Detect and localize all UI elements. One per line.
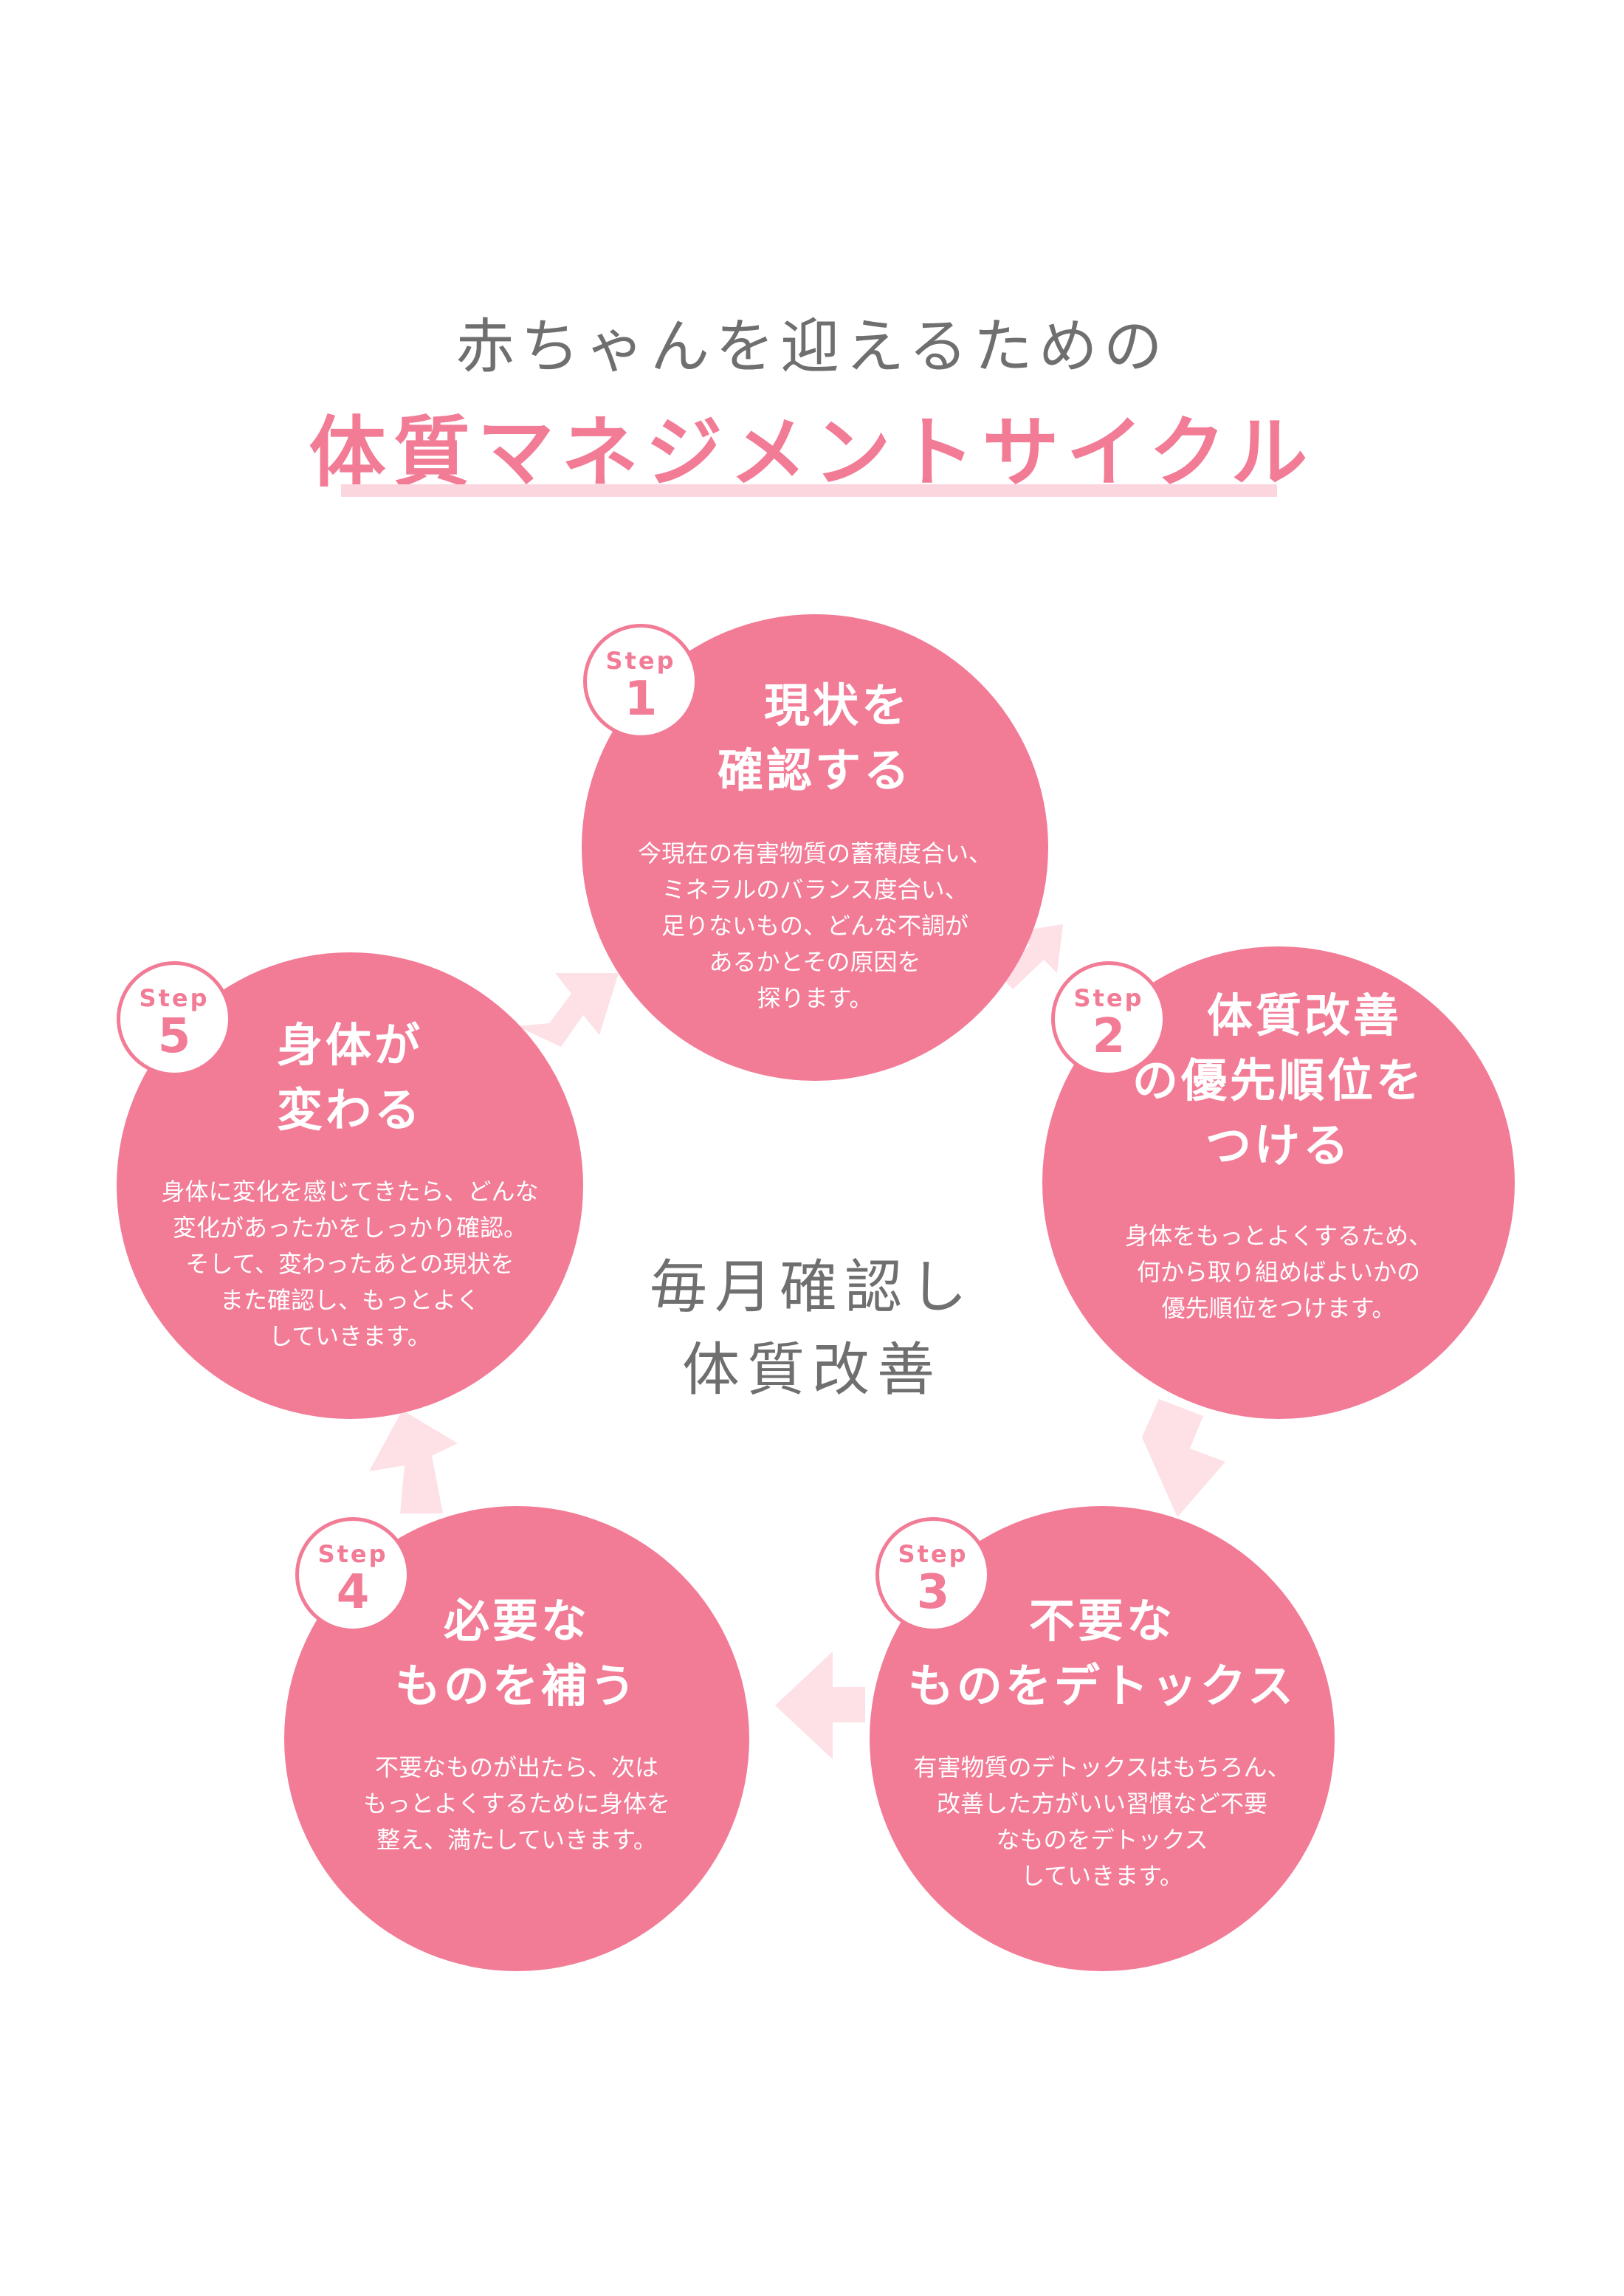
- step-label: Step: [898, 1540, 968, 1568]
- description-line: 優先順位をつけます。: [1161, 1294, 1396, 1322]
- arrow-step5-to-step1: [517, 973, 619, 1047]
- heading-line: ものをデトックス: [907, 1659, 1297, 1713]
- heading-line: の優先順位を: [1132, 1054, 1425, 1107]
- heading-line: 体質改善: [1206, 989, 1402, 1042]
- arrow-step3-to-step4: [775, 1651, 865, 1759]
- description-line: あるかとその原因を: [709, 948, 921, 976]
- heading-line: 必要な: [443, 1594, 590, 1648]
- description-line: そして、変わったあとの現状を: [185, 1250, 515, 1278]
- center-caption-line: 毎月確認し: [649, 1254, 974, 1321]
- heading-line: つける: [1205, 1118, 1352, 1172]
- description-line: 足りないもの、どんな不調が: [661, 912, 968, 940]
- heading-line: 不要な: [1028, 1594, 1175, 1648]
- center-caption: 毎月確認し 体質改善: [0, 1246, 1624, 1412]
- description-line: また確認し、もっとよく: [219, 1286, 480, 1314]
- step-2-circle: 体質改善 の優先順位を つける 身体をもっとよくするため、 何から取り組めばよい…: [1042, 946, 1515, 1419]
- step-1-description: 今現在の有害物質の蓄積度合い、 ミネラルのバランス度合い、 足りないもの、どんな…: [582, 836, 1048, 1017]
- step-label: Step: [139, 984, 210, 1012]
- description-line: ミネラルのバランス度合い、: [661, 876, 968, 904]
- step-label: Step: [605, 647, 676, 675]
- description-line: なものをデトックス: [996, 1826, 1208, 1854]
- subtitle: 赤ちゃんを迎えるための: [455, 312, 1169, 381]
- description-line: 不要なものが出たら、次は: [374, 1753, 658, 1781]
- step-number: 4: [336, 1565, 370, 1620]
- heading-line: 確認する: [717, 743, 912, 797]
- description-line: していきます。: [269, 1322, 431, 1350]
- description-line: 変化があったかをしっかり確認。: [172, 1214, 527, 1242]
- description-line: 身体に変化を感じてきたら、どんな: [161, 1178, 539, 1206]
- step-label: Step: [317, 1540, 388, 1568]
- step-4-badge: Step 4: [295, 1517, 410, 1632]
- step-5-badge: Step 5: [117, 961, 232, 1076]
- step-3-heading: 不要な ものをデトックス: [870, 1589, 1335, 1719]
- step-2-heading: 体質改善 の優先順位を つける: [1042, 983, 1515, 1178]
- description-line: もっとよくするために身体を: [362, 1790, 670, 1818]
- heading-line: 変わる: [276, 1083, 423, 1137]
- description-line: 整え、満たしていきます。: [376, 1826, 657, 1854]
- description-line: 身体をもっとよくするため、: [1124, 1222, 1432, 1250]
- title-underline: [341, 484, 1277, 497]
- arrow-step2-to-step3: [1142, 1399, 1225, 1517]
- heading-line: 身体が: [276, 1018, 423, 1072]
- heading-line: ものを補う: [394, 1659, 639, 1713]
- center-caption-line: 体質改善: [681, 1337, 942, 1403]
- description-line: していきます。: [1021, 1862, 1183, 1890]
- step-2-badge: Step 2: [1051, 961, 1166, 1076]
- step-number: 5: [157, 1009, 191, 1064]
- arrow-step1-to-step2: [999, 924, 1063, 989]
- description-line: 今現在の有害物質の蓄積度合い、: [637, 839, 992, 867]
- step-label: Step: [1073, 984, 1144, 1012]
- heading-line: 現状を: [763, 678, 910, 732]
- step-number: 1: [624, 672, 658, 726]
- arrow-step4-to-step5: [369, 1410, 458, 1513]
- step-5-heading: 身体が 変わる: [117, 1013, 583, 1143]
- step-3-description: 有害物質のデトックスはもちろん、 改善した方がいい習慣など不要 なものをデトック…: [870, 1750, 1335, 1894]
- page-title: 体質マネジメントサイクル: [309, 408, 1315, 498]
- description-line: 何から取り組めばよいかの: [1136, 1258, 1420, 1286]
- step-2-description: 身体をもっとよくするため、 何から取り組めばよいかの 優先順位をつけます。: [1042, 1218, 1515, 1327]
- step-1-badge: Step 1: [583, 624, 698, 739]
- step-1-heading: 現状を 確認する: [582, 673, 1048, 803]
- description-line: 探ります。: [757, 984, 873, 1012]
- step-4-heading: 必要な ものを補う: [284, 1589, 749, 1719]
- step-5-description: 身体に変化を感じてきたら、どんな 変化があったかをしっかり確認。 そして、変わっ…: [117, 1174, 583, 1355]
- step-3-badge: Step 3: [875, 1517, 991, 1632]
- step-number: 2: [1092, 1009, 1126, 1064]
- step-4-description: 不要なものが出たら、次は もっとよくするために身体を 整え、満たしていきます。: [284, 1750, 749, 1858]
- step-number: 3: [916, 1565, 950, 1620]
- description-line: 改善した方がいい習慣など不要: [936, 1790, 1267, 1818]
- description-line: 有害物質のデトックスはもちろん、: [913, 1753, 1291, 1781]
